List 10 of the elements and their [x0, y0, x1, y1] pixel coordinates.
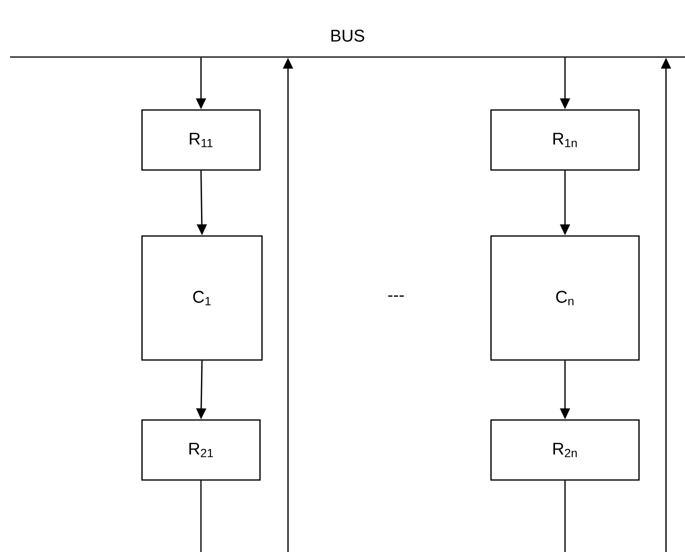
line	[200, 480, 202, 552]
component-box: C$_{n}$	[490, 235, 640, 361]
register-box: R$_{2n}$	[490, 419, 640, 481]
register-box: R$_{11}$	[141, 109, 261, 171]
register-box: R$_{21}$	[141, 419, 261, 481]
component-box: C$_{1}$	[141, 235, 263, 361]
line	[564, 480, 566, 552]
ellipsis-label: ---	[388, 295, 404, 297]
register-box: R$_{1n}$	[490, 109, 640, 171]
bus-line: BUS	[9, 30, 685, 58]
